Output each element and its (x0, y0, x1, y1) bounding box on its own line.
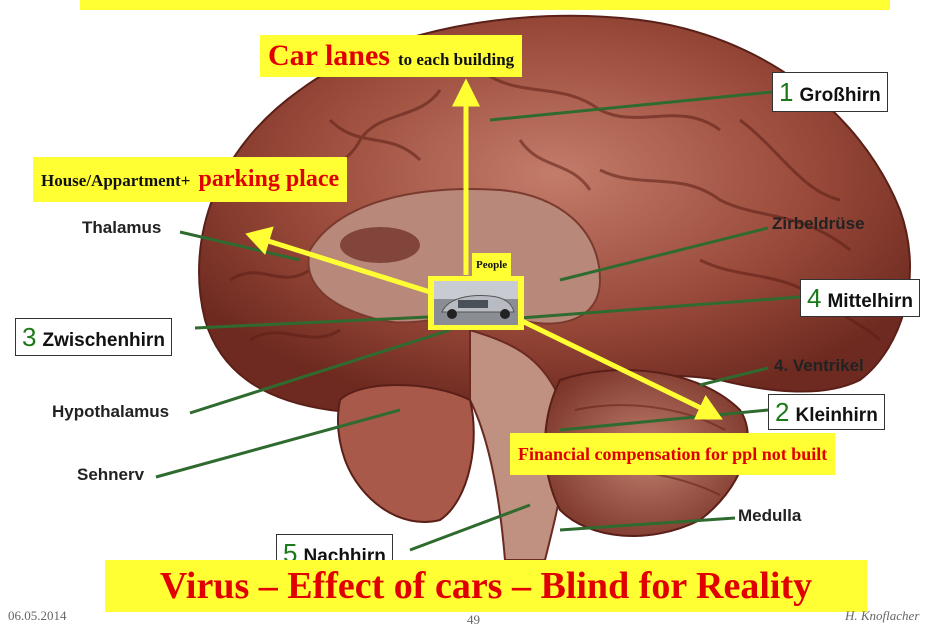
box-mittelhirn: 4 Mittelhirn (800, 279, 920, 317)
people-box: People (472, 253, 511, 277)
house-box: House/Appartment+ parking place (33, 157, 347, 202)
top-banner (80, 0, 890, 10)
car-lanes-box: Car lanes to each building (260, 35, 522, 77)
zwischenhirn-text: Zwischenhirn (42, 330, 164, 351)
label-ventrikel: 4. Ventrikel (774, 356, 864, 376)
car-photo (428, 276, 524, 330)
house-main: House/Appartment+ (41, 171, 190, 190)
footer-page: 49 (467, 612, 480, 628)
financial-box: Financial compensation for ppl not built (510, 433, 835, 475)
footer-date: 06.05.2014 (8, 608, 67, 624)
car-lanes-rest: to each building (398, 50, 514, 69)
kleinhirn-number: 2 (775, 397, 789, 427)
temporal-lobe-shape (338, 385, 474, 522)
label-hypothalamus: Hypothalamus (52, 402, 169, 422)
zwischenhirn-number: 3 (22, 322, 36, 352)
mittelhirn-number: 4 (807, 283, 821, 313)
box-kleinhirn: 2 Kleinhirn (768, 394, 885, 430)
house-rest: parking place (198, 166, 339, 192)
kleinhirn-text: Kleinhirn (795, 405, 877, 426)
label-zirbeldruese: Zirbeldrüse (772, 214, 865, 234)
grosshirn-number: 1 (779, 77, 793, 107)
footer-author: H. Knoflacher (845, 608, 919, 624)
ventricle-shape (340, 227, 420, 263)
mittelhirn-text: Mittelhirn (827, 291, 913, 312)
people-label: People (476, 259, 507, 271)
slide-title: Virus – Effect of cars – Blind for Reali… (160, 565, 812, 607)
title-banner: Virus – Effect of cars – Blind for Reali… (105, 560, 867, 612)
label-thalamus: Thalamus (82, 218, 161, 238)
car-lanes-main: Car lanes (268, 39, 390, 72)
label-sehnerv: Sehnerv (77, 465, 144, 485)
grosshirn-text: Großhirn (799, 85, 880, 106)
box-zwischenhirn: 3 Zwischenhirn (15, 318, 172, 356)
box-grosshirn: 1 Großhirn (772, 72, 888, 112)
label-medulla: Medulla (738, 506, 801, 526)
financial-label: Financial compensation for ppl not built (518, 444, 827, 464)
